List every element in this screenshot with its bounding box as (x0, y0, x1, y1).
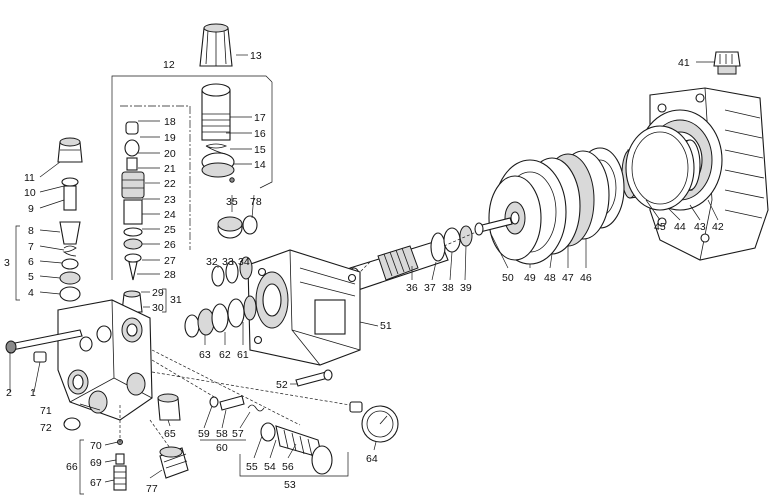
callout-47: 47 (562, 272, 574, 284)
callout-37: 37 (424, 282, 436, 294)
callout-45: 45 (654, 221, 666, 233)
callout-61: 61 (237, 349, 249, 361)
callout-17: 17 (254, 112, 266, 124)
callout-2: 2 (6, 387, 12, 399)
callout-3: 3 (4, 257, 10, 269)
callout-39: 39 (460, 282, 472, 294)
oil-cap (713, 51, 741, 75)
inlet-fitting (159, 446, 189, 479)
outlet-fitting (239, 422, 349, 477)
callout-4: 4 (28, 287, 34, 299)
callout-21: 21 (164, 163, 176, 175)
callout-32: 32 (206, 256, 218, 268)
callout-64: 64 (366, 453, 378, 465)
callout-28: 28 (164, 269, 176, 281)
callout-65: 65 (164, 428, 176, 440)
callout-66: 66 (66, 461, 78, 473)
callout-9: 9 (28, 203, 34, 215)
pressure-gauge (349, 401, 399, 443)
callout-34: 34 (238, 256, 250, 268)
pump-head (247, 249, 361, 366)
callout-57: 57 (232, 428, 244, 440)
callout-62: 62 (219, 349, 231, 361)
callout-20: 20 (164, 148, 176, 160)
callout-labels: 1 2 3 4 5 6 7 8 9 10 11 12 13 14 15 16 1… (4, 50, 724, 495)
screw-52 (295, 369, 333, 387)
callout-50: 50 (502, 272, 514, 284)
callout-58: 58 (216, 428, 228, 440)
callout-13: 13 (250, 50, 262, 62)
callout-42: 42 (712, 221, 724, 233)
assembly-guide-lines (119, 231, 477, 449)
check-valve-57-60 (209, 395, 265, 412)
callout-23: 23 (164, 194, 176, 206)
callout-48: 48 (544, 272, 556, 284)
callout-53: 53 (284, 479, 296, 491)
callout-78: 78 (250, 196, 262, 208)
callout-63: 63 (199, 349, 211, 361)
callout-31: 31 (170, 294, 182, 306)
callout-26: 26 (164, 239, 176, 251)
callout-71: 71 (40, 405, 52, 417)
callout-51: 51 (380, 320, 392, 332)
callout-56: 56 (282, 461, 294, 473)
callout-14: 14 (254, 159, 266, 171)
callout-25: 25 (164, 224, 176, 236)
callout-60: 60 (216, 442, 228, 454)
callout-36: 36 (406, 282, 418, 294)
manifold-body (57, 299, 153, 421)
callout-55: 55 (246, 461, 258, 473)
callout-29: 29 (152, 287, 164, 299)
callout-15: 15 (254, 144, 266, 156)
callout-72: 72 (40, 422, 52, 434)
callout-18: 18 (164, 116, 176, 128)
callout-54: 54 (264, 461, 276, 473)
callout-69: 69 (90, 457, 102, 469)
callout-30: 30 (152, 302, 164, 314)
callout-19: 19 (164, 132, 176, 144)
callout-52: 52 (276, 379, 288, 391)
callout-16: 16 (254, 128, 266, 140)
callout-59: 59 (198, 428, 210, 440)
callout-43: 43 (694, 221, 706, 233)
callout-8: 8 (28, 225, 34, 237)
callout-77: 77 (146, 483, 158, 495)
callout-10: 10 (24, 187, 36, 199)
callout-38: 38 (442, 282, 454, 294)
plunger-assembly (347, 225, 473, 291)
callout-24: 24 (164, 209, 176, 221)
crankshaft (621, 125, 701, 211)
chemical-injector (79, 439, 127, 495)
plugs-65-72 (63, 393, 181, 431)
seal-kit (184, 256, 257, 338)
callout-12: 12 (163, 59, 175, 71)
callout-1: 1 (30, 387, 36, 399)
callout-22: 22 (164, 178, 176, 190)
unloader-assembly (111, 23, 273, 281)
plug-35 (217, 215, 258, 239)
callout-6: 6 (28, 256, 34, 268)
callout-35: 35 (226, 196, 238, 208)
callout-67: 67 (90, 477, 102, 489)
callout-70: 70 (90, 440, 102, 452)
leader-lines (9, 54, 719, 483)
cam-plate-assembly (488, 147, 625, 265)
callout-44: 44 (674, 221, 686, 233)
callout-49: 49 (524, 272, 536, 284)
callout-33: 33 (222, 256, 234, 268)
callout-11: 11 (24, 172, 35, 184)
callout-27: 27 (164, 255, 176, 267)
callout-7: 7 (28, 241, 34, 253)
inlet-valve-stack (15, 137, 83, 302)
callout-41: 41 (678, 57, 690, 69)
callout-46: 46 (580, 272, 592, 284)
callout-5: 5 (28, 271, 34, 283)
bolts-1-2 (5, 329, 83, 363)
cam-bolt (474, 217, 513, 236)
